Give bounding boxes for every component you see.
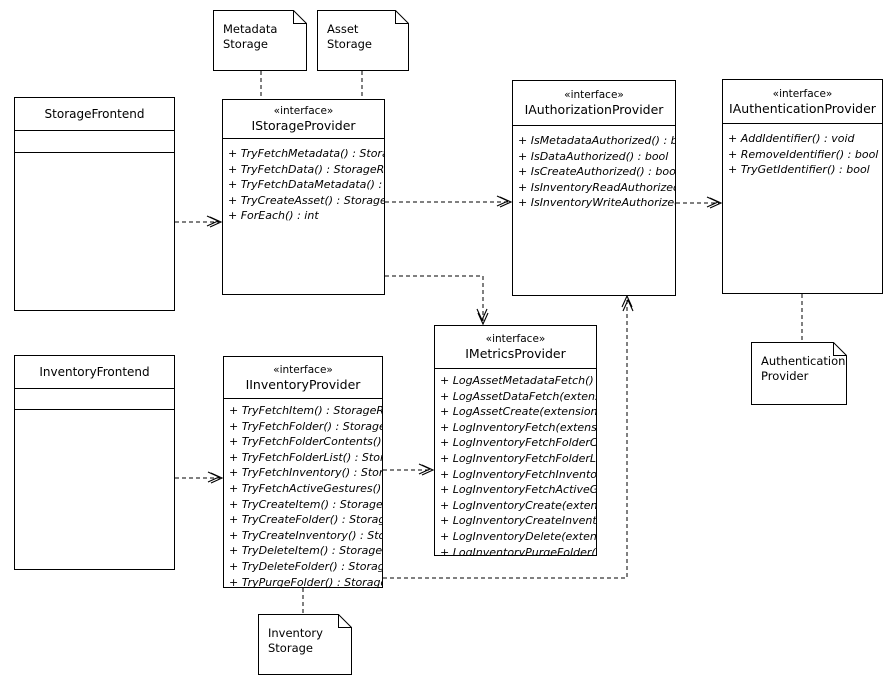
- method-item: + TryDeleteFolder() : Storage: [229, 559, 382, 573]
- method-item: + IsDataAuthorized() : bool: [518, 149, 669, 163]
- stereotype-label: «interface»: [564, 89, 624, 101]
- method-item: + AddIdentifier() : void: [728, 132, 855, 145]
- class-header: «interface» IAuthorizationProvider: [513, 81, 675, 126]
- method-item: + TryFetchInventory() : Stora: [229, 466, 382, 480]
- note-label: Asset Storage: [327, 22, 372, 51]
- method-item: + IsMetadataAuthorized() : b: [518, 134, 675, 147]
- method-item: + TryCreateInventory() : Sto.: [229, 528, 382, 542]
- method-item: + LogInventoryDelete(extens: [440, 529, 596, 543]
- arrowhead-down: [477, 312, 489, 326]
- arrowhead-right: [418, 463, 432, 475]
- note-authentication-provider[interactable]: Authentication Provider: [751, 342, 847, 405]
- method-item: + LogInventoryCreate(exten:: [440, 498, 596, 512]
- dep-istorageprovider-imetricsprovider: [385, 275, 484, 321]
- class-name: IAuthorizationProvider: [524, 102, 664, 117]
- method-item: + IsInventoryWriteAuthorized: [518, 196, 675, 210]
- arrowhead-up: [621, 294, 633, 308]
- method-item: + LogInventoryFetchActiveGe: [440, 483, 596, 497]
- note-outline: [751, 342, 847, 405]
- arrowhead-right: [207, 471, 221, 483]
- class-storagefrontend[interactable]: StorageFrontend: [14, 97, 175, 311]
- method-item: + TryFetchFolderList() : Stora: [229, 450, 382, 464]
- attributes-compartment: [15, 131, 174, 153]
- methods-compartment: + IsMetadataAuthorized() : b + IsDataAuth…: [513, 126, 675, 295]
- note-metadata-storage[interactable]: Metadata Storage: [213, 10, 307, 71]
- note-outline: [317, 10, 409, 71]
- class-name: IInventoryProvider: [245, 376, 361, 392]
- method-item: + RemoveIdentifier() : bool: [728, 147, 879, 161]
- method-item: + LogInventoryFetchFolderLi: [440, 451, 596, 465]
- attributes-compartment: [15, 389, 174, 410]
- methods-compartment: + AddIdentifier() : void + RemoveIdentifi…: [723, 124, 882, 293]
- method-item: + TryFetchFolderContents() :: [229, 435, 382, 449]
- arrowhead-right: [706, 196, 720, 208]
- methods-compartment: + TryFetchItem() : StorageRe + TryFetchFo…: [224, 399, 382, 587]
- method-item: + TryFetchMetadata() : Stora: [228, 147, 384, 160]
- note-label: Metadata Storage: [223, 22, 278, 51]
- class-imetricsprovider[interactable]: «interface» IMetricsProvider + LogAssetM…: [434, 325, 597, 556]
- class-istorageprovider[interactable]: «interface» IStorageProvider + TryFetchM…: [222, 99, 385, 295]
- class-inventoryfrontend[interactable]: InventoryFrontend: [14, 355, 175, 570]
- note-label: Inventory Storage: [268, 626, 323, 655]
- method-item: + ForEach() : int: [228, 209, 319, 223]
- method-item: + TryFetchFolder() : StorageF: [229, 419, 382, 433]
- method-item: + TryCreateAsset() : Storage: [228, 193, 384, 207]
- method-item: + LogAssetDataFetch(extens.: [440, 389, 596, 403]
- method-item: + IsInventoryReadAuthorized: [518, 180, 675, 194]
- class-name: IAuthenticationProvider: [729, 100, 876, 116]
- method-item: + TryDeleteItem() : StorageR: [229, 544, 382, 558]
- note-inventory-storage[interactable]: Inventory Storage: [258, 614, 352, 675]
- methods-compartment: + LogAssetMetadataFetch() : + LogAssetDat…: [435, 369, 596, 555]
- class-header: «interface» IInventoryProvider: [224, 357, 382, 399]
- note-outline: [258, 614, 352, 675]
- method-item: + LogInventoryFetch(extensi: [440, 420, 596, 434]
- method-item: + LogAssetCreate(extension:: [440, 405, 596, 419]
- note-asset-storage[interactable]: Asset Storage: [317, 10, 409, 71]
- class-name: IMetricsProvider: [465, 346, 566, 361]
- stereotype-label: «interface»: [485, 333, 546, 345]
- arrowhead-right: [496, 195, 510, 207]
- class-name: StorageFrontend: [15, 98, 174, 131]
- method-item: + TryFetchData() : StorageRe: [228, 162, 384, 176]
- arrowhead-right: [206, 215, 220, 227]
- methods-compartment: + TryFetchMetadata() : Stora + TryFetchDa…: [223, 139, 384, 294]
- arrowhead-down: [476, 308, 488, 322]
- method-item: + LogInventoryCreateInvent: [440, 514, 596, 528]
- operations-compartment: [15, 153, 174, 310]
- stereotype-label: «interface»: [273, 363, 333, 376]
- method-item: + LogInventoryFetchInvento: [440, 467, 596, 481]
- class-name: IStorageProvider: [251, 118, 356, 133]
- class-header: «interface» IMetricsProvider: [435, 326, 596, 369]
- operations-compartment: [15, 410, 174, 569]
- method-item: + LogAssetMetadataFetch() :: [440, 374, 596, 387]
- method-item: + LogInventoryPurgeFolder(e: [440, 545, 596, 555]
- method-item: + TryPurgeFolder() : Storage: [229, 575, 382, 587]
- method-item: + IsCreateAuthorized() : boo: [518, 165, 675, 179]
- class-header: «interface» IAuthenticationProvider: [723, 80, 882, 124]
- method-item: + TryGetIdentifier() : bool: [728, 163, 870, 177]
- stereotype-label: «interface»: [273, 105, 334, 117]
- method-item: + TryFetchActiveGestures() :: [229, 481, 382, 495]
- note-label: Authentication Provider: [761, 354, 846, 383]
- class-iauthorizationprovider[interactable]: «interface» IAuthorizationProvider + IsM…: [512, 80, 676, 296]
- method-item: + LogInventoryFetchFolderCo: [440, 436, 596, 450]
- method-item: + TryFetchDataMetadata() : .: [228, 178, 384, 192]
- stereotype-label: «interface»: [772, 87, 833, 100]
- method-item: + TryFetchItem() : StorageRe: [229, 404, 382, 417]
- method-item: + TryCreateItem() : StorageR: [229, 497, 382, 511]
- class-header: «interface» IStorageProvider: [223, 100, 384, 139]
- note-outline: [213, 10, 307, 71]
- class-iauthenticationprovider[interactable]: «interface» IAuthenticationProvider + Ad…: [722, 79, 883, 294]
- dep-iinventoryprovider-iauthorizationprovider: [383, 299, 628, 579]
- method-item: + TryCreateFolder() : Storage: [229, 513, 382, 527]
- arrowhead-up: [622, 298, 634, 312]
- class-name: InventoryFrontend: [15, 356, 174, 389]
- class-iinventoryprovider[interactable]: «interface» IInventoryProvider + TryFetc…: [223, 356, 383, 588]
